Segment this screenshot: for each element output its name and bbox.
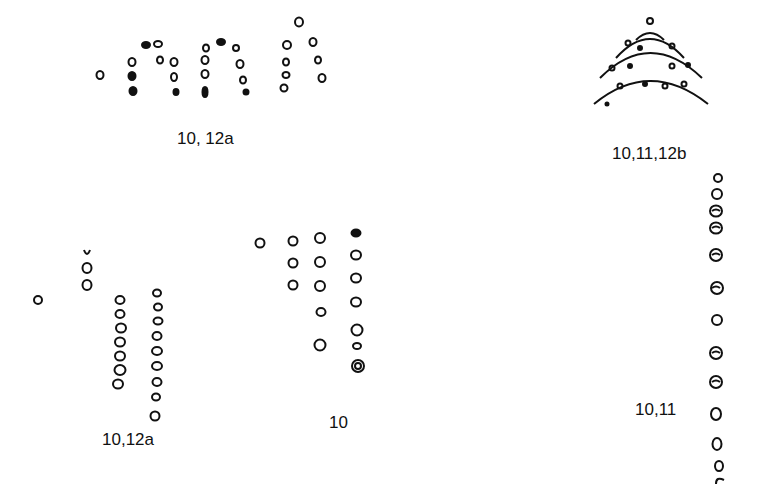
figure-label: 10,11,12b: [610, 144, 688, 164]
figure-label: 10, 12a: [175, 129, 236, 149]
figure-label: 10,12a: [100, 430, 156, 450]
figure-label: 10: [327, 413, 350, 433]
figure-label: 10,11: [633, 400, 678, 420]
